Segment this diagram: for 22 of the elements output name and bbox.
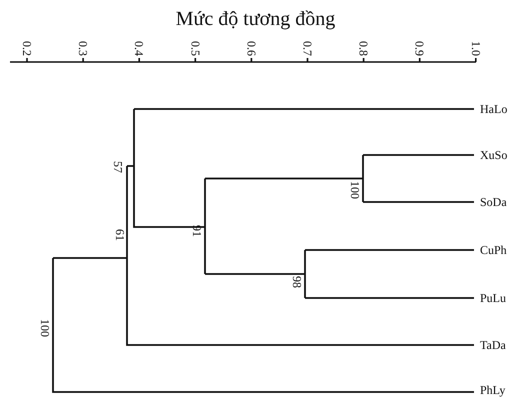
chart-title: Mức độ tương đồng <box>174 9 336 29</box>
tick-label: 0.9 <box>414 41 426 56</box>
tick-label: 0.6 <box>245 41 258 56</box>
tick-label: 0.4 <box>133 41 146 56</box>
tick-label: 0.8 <box>358 41 370 56</box>
bootstrap-value: 57 <box>112 161 124 173</box>
tick-label: 0.7 <box>302 41 314 56</box>
leaf-label: CuPh <box>480 244 507 256</box>
tick-label: 0.2 <box>21 41 33 56</box>
leaf-label: SoDa <box>480 196 507 208</box>
leaf-label: TaDa <box>480 339 506 351</box>
tick-label: 0.5 <box>189 41 202 56</box>
bootstrap-value: 100 <box>39 319 51 337</box>
tick-label: 1.0 <box>470 41 482 56</box>
tick-label: 0.3 <box>77 41 90 56</box>
leaf-label: PuLu <box>480 292 506 304</box>
bootstrap-value: 100 <box>349 181 361 199</box>
leaf-label: PhLy <box>480 384 506 396</box>
bootstrap-value: 61 <box>114 229 126 241</box>
leaf-label: XuSo <box>480 149 508 161</box>
bootstrap-value: 98 <box>291 276 303 288</box>
leaf-label: HaLo <box>480 103 508 115</box>
